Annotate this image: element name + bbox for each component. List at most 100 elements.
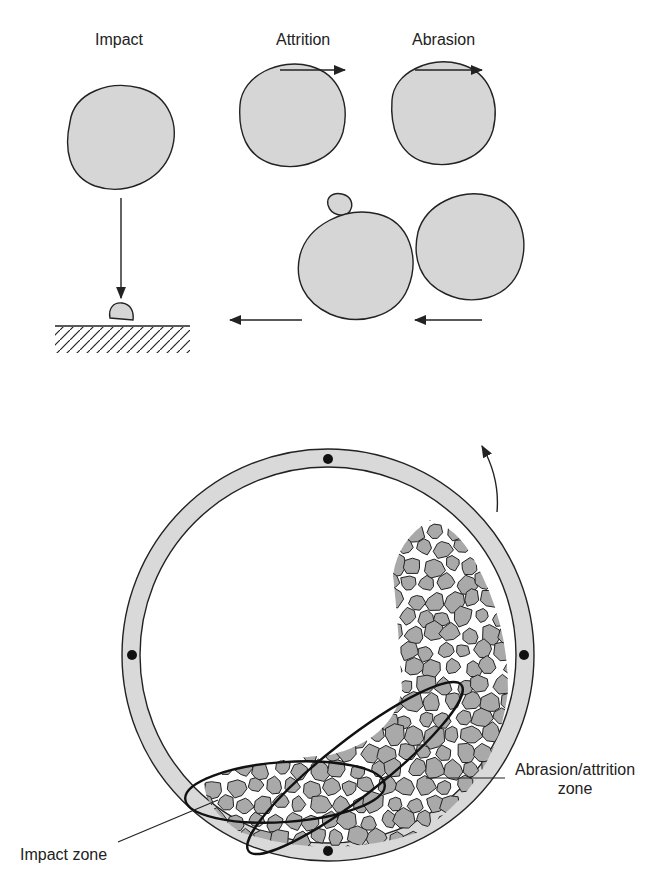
- charge-particle: [215, 656, 235, 679]
- charge-particle: [438, 642, 454, 657]
- charge-particle: [462, 522, 477, 538]
- charge-particle: [206, 613, 221, 629]
- charge-particle: [189, 813, 207, 833]
- motion-arrow: [120, 198, 121, 298]
- charge-particle: [419, 504, 438, 521]
- charge-particle: [218, 795, 234, 810]
- charge-particle: [192, 707, 209, 727]
- charge-particle: [504, 525, 519, 538]
- charge-particle: [381, 543, 397, 556]
- charge-particle: [476, 609, 488, 623]
- charge-particle: [490, 779, 508, 798]
- leader-lines: [118, 778, 505, 842]
- charge-particle: [255, 659, 274, 681]
- charge-particle: [455, 509, 469, 524]
- charge-particle: [456, 710, 471, 725]
- ground-hatch: [55, 327, 190, 353]
- charge-particle: [266, 508, 284, 524]
- charge-particle: [290, 589, 308, 611]
- charge-particle: [216, 520, 234, 542]
- charge-particle: [289, 526, 307, 546]
- charge-particle: [440, 829, 462, 849]
- charge-particle: [320, 708, 338, 730]
- charge-particle: [361, 537, 382, 558]
- charge-particle: [322, 573, 344, 591]
- charge-particle: [493, 674, 512, 694]
- charge-particle: [423, 692, 439, 710]
- charge-particle: [482, 760, 498, 776]
- charge-particle: [323, 778, 341, 796]
- charge-particle: [360, 576, 381, 597]
- charge-particle: [228, 609, 246, 626]
- charge-particle: [312, 691, 331, 711]
- charge-particle: [227, 780, 247, 798]
- charge-particle: [294, 697, 310, 713]
- charge-particle: [285, 574, 307, 593]
- charge-particle: [341, 506, 356, 521]
- charge-particle: [366, 659, 385, 676]
- charge-particle: [484, 519, 503, 541]
- charge-particle: [364, 609, 379, 622]
- charge-particle: [474, 639, 492, 658]
- mechanism-label: Abrasion: [412, 30, 475, 49]
- charge-particle: [474, 538, 490, 556]
- charge-particle: [255, 523, 272, 541]
- charge-particle: [225, 575, 242, 594]
- charge-particle: [268, 575, 283, 590]
- charge-particle: [252, 695, 268, 708]
- charge-particle: [357, 638, 377, 658]
- charge-particle: [265, 745, 279, 759]
- charge-particle: [464, 827, 480, 843]
- charge-particle: [493, 611, 509, 626]
- charge-particle: [420, 712, 433, 727]
- charge-particle: [194, 691, 212, 710]
- charge-particle: [453, 812, 469, 827]
- charge-particle: [323, 607, 342, 628]
- charge-particle: [289, 555, 308, 578]
- charge-particle: [304, 674, 319, 690]
- charge-particle: [437, 573, 455, 590]
- charge-particle: [377, 639, 394, 656]
- charge-particle: [478, 656, 496, 674]
- charge-particle: [303, 846, 318, 861]
- charge-particle: [330, 696, 347, 710]
- charge-particle: [303, 747, 316, 762]
- charge-particle: [250, 588, 272, 606]
- charge-particle: [366, 828, 387, 848]
- charge-particle: [243, 506, 262, 526]
- charge-particle: [447, 556, 460, 571]
- charge-particle: [460, 726, 483, 743]
- charge-particle: [208, 676, 229, 696]
- charge-particle: [328, 559, 348, 578]
- charge-particle: [308, 728, 323, 744]
- charge-particle: [205, 508, 223, 524]
- charge-particle: [301, 539, 319, 557]
- charge-particle: [482, 554, 502, 575]
- charge-particle: [505, 797, 520, 812]
- charge-particle: [378, 606, 394, 624]
- charge-particle: [294, 727, 309, 743]
- charge-particle: [189, 574, 206, 591]
- charge-particle: [497, 845, 511, 859]
- charge-particle: [360, 504, 376, 521]
- charge-particle: [236, 798, 254, 814]
- charge-particle: [210, 746, 226, 760]
- charge-particle: [204, 782, 222, 800]
- charge-particle: [199, 830, 213, 843]
- charge-particle: [246, 608, 259, 623]
- charge-particle: [328, 592, 347, 612]
- charge-particle: [234, 659, 251, 677]
- charge-particle: [284, 742, 300, 757]
- charge-particle: [346, 519, 362, 540]
- charge-particle: [313, 593, 331, 611]
- charge-particle: [409, 758, 427, 775]
- zone-label: Impact zone: [20, 845, 107, 864]
- charge-particle: [440, 796, 460, 813]
- charge-particle: [494, 577, 507, 591]
- charge-particle: [379, 846, 394, 861]
- charge-particle: [504, 661, 518, 675]
- charge-particle: [351, 591, 369, 610]
- charge-particle: [448, 526, 463, 541]
- charge-particle: [472, 815, 487, 830]
